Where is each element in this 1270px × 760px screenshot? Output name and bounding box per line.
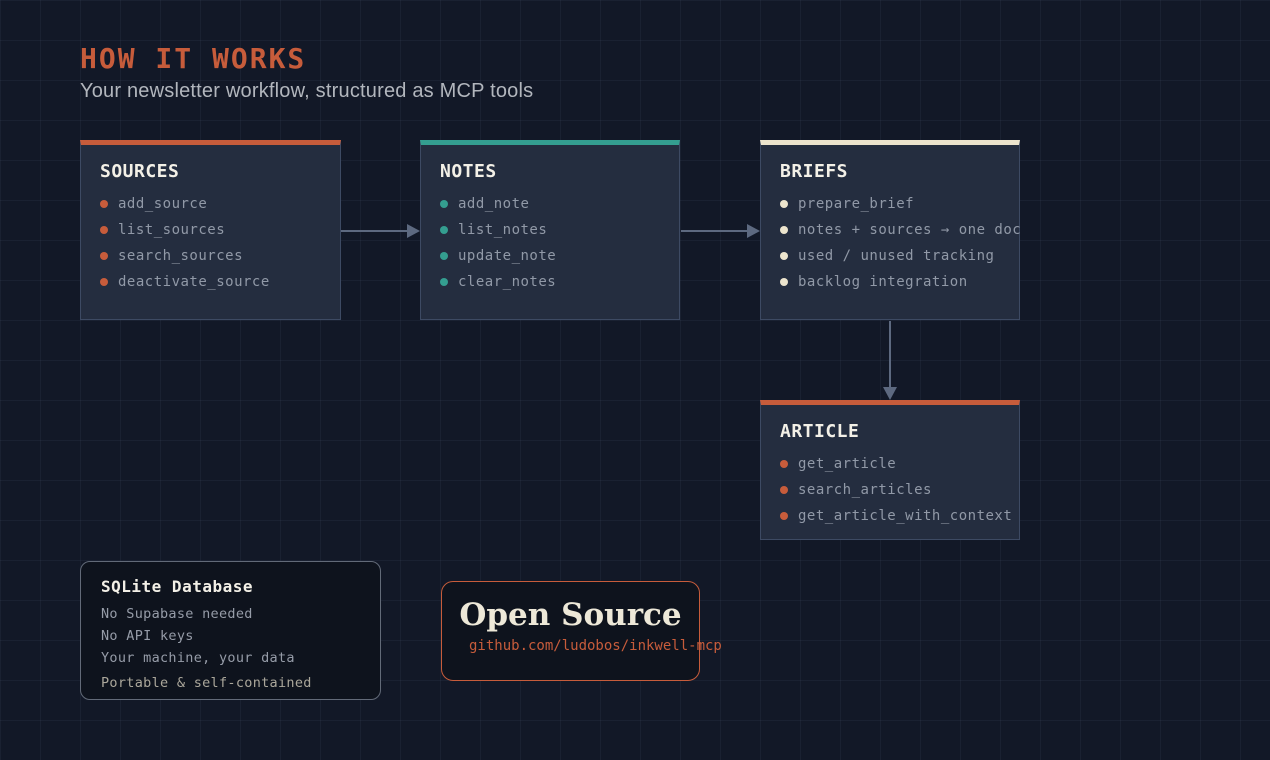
- page-subtitle: Your newsletter workflow, structured as …: [80, 80, 534, 102]
- tool-item: notes + sources → one doc: [780, 217, 1021, 243]
- tool-item: backlog integration: [780, 269, 999, 295]
- briefs-tool-list: prepare_brief notes + sources → one doc …: [780, 191, 1021, 295]
- notes-box-title: NOTES: [440, 161, 497, 182]
- db-feature-line: No API keys: [101, 628, 194, 644]
- bullet-dot-icon: [780, 278, 788, 286]
- tool-item: get_article_with_context: [780, 503, 1012, 529]
- tool-item-label: used / unused tracking: [798, 248, 995, 264]
- bullet-dot-icon: [440, 226, 448, 234]
- tool-item: list_sources: [100, 217, 320, 243]
- tool-item-label: add_source: [118, 196, 208, 212]
- arrow-notes-to-briefs: [681, 224, 760, 238]
- bullet-dot-icon: [100, 226, 108, 234]
- article-tool-list: get_article search_articles get_article_…: [780, 451, 1012, 529]
- article-box: ARTICLE get_article search_articles get_…: [760, 400, 1020, 540]
- briefs-box-title: BRIEFS: [780, 161, 849, 182]
- notes-box: NOTES add_note list_notes update_note cl…: [420, 140, 680, 320]
- tool-item: used / unused tracking: [780, 243, 999, 269]
- sources-tool-list: add_source list_sources search_sources d…: [100, 191, 320, 295]
- bullet-dot-icon: [100, 278, 108, 286]
- bullet-dot-icon: [780, 252, 788, 260]
- tool-item-label: backlog integration: [798, 274, 968, 290]
- arrow-briefs-to-article: [883, 321, 897, 400]
- tool-item-label: notes + sources → one doc: [798, 222, 1022, 238]
- db-feature-line: No Supabase needed: [101, 606, 253, 622]
- tool-item: deactivate_source: [100, 269, 320, 295]
- tool-item: add_source: [100, 191, 320, 217]
- bullet-dot-icon: [440, 200, 448, 208]
- arrow-sources-to-notes: [341, 224, 420, 238]
- tool-item: prepare_brief: [780, 191, 999, 217]
- sqlite-card-title: SQLite Database: [101, 577, 253, 596]
- bullet-dot-icon: [440, 278, 448, 286]
- tool-item-label: search_articles: [798, 482, 932, 498]
- tool-item-label: get_article: [798, 456, 897, 472]
- tool-item: add_note: [440, 191, 659, 217]
- bullet-dot-icon: [780, 200, 788, 208]
- bullet-dot-icon: [780, 486, 788, 494]
- briefs-box: BRIEFS prepare_brief notes + sources → o…: [760, 140, 1021, 320]
- tool-item-label: list_sources: [118, 222, 226, 238]
- bullet-dot-icon: [440, 252, 448, 260]
- tool-item: search_articles: [780, 477, 999, 503]
- tool-item: get_article: [780, 451, 999, 477]
- notes-tool-list: add_note list_notes update_note clear_no…: [440, 191, 659, 295]
- tool-item: clear_notes: [440, 269, 659, 295]
- db-feature-line: Your machine, your data: [101, 650, 295, 666]
- open-source-card: Open Source github.com/ludobos/inkwell-m…: [441, 581, 722, 681]
- bullet-dot-icon: [780, 460, 788, 468]
- bullet-dot-icon: [100, 252, 108, 260]
- tool-item: list_notes: [440, 217, 659, 243]
- tool-item-label: prepare_brief: [798, 196, 915, 212]
- bullet-dot-icon: [780, 226, 788, 234]
- sources-box-title: SOURCES: [100, 161, 180, 182]
- page-title: HOW IT WORKS: [80, 42, 307, 75]
- tool-item-label: add_note: [458, 196, 530, 212]
- sqlite-database-card: SQLite Database No Supabase needed No AP…: [80, 561, 381, 700]
- tool-item-label: clear_notes: [458, 274, 557, 290]
- github-repo-link[interactable]: github.com/ludobos/inkwell-mcp: [469, 638, 722, 654]
- article-box-title: ARTICLE: [780, 421, 860, 442]
- tool-item: search_sources: [100, 243, 320, 269]
- tool-item-label: get_article_with_context: [798, 508, 1013, 524]
- tool-item-label: deactivate_source: [118, 274, 270, 290]
- tool-item-label: list_notes: [458, 222, 548, 238]
- open-source-title: Open Source: [459, 597, 682, 633]
- bullet-dot-icon: [780, 512, 788, 520]
- bullet-dot-icon: [100, 200, 108, 208]
- tool-item: update_note: [440, 243, 659, 269]
- db-feature-line-highlight: Portable & self-contained: [101, 675, 312, 691]
- tool-item-label: update_note: [458, 248, 557, 264]
- tool-item-label: search_sources: [118, 248, 244, 264]
- sources-box: SOURCES add_source list_sources search_s…: [80, 140, 341, 320]
